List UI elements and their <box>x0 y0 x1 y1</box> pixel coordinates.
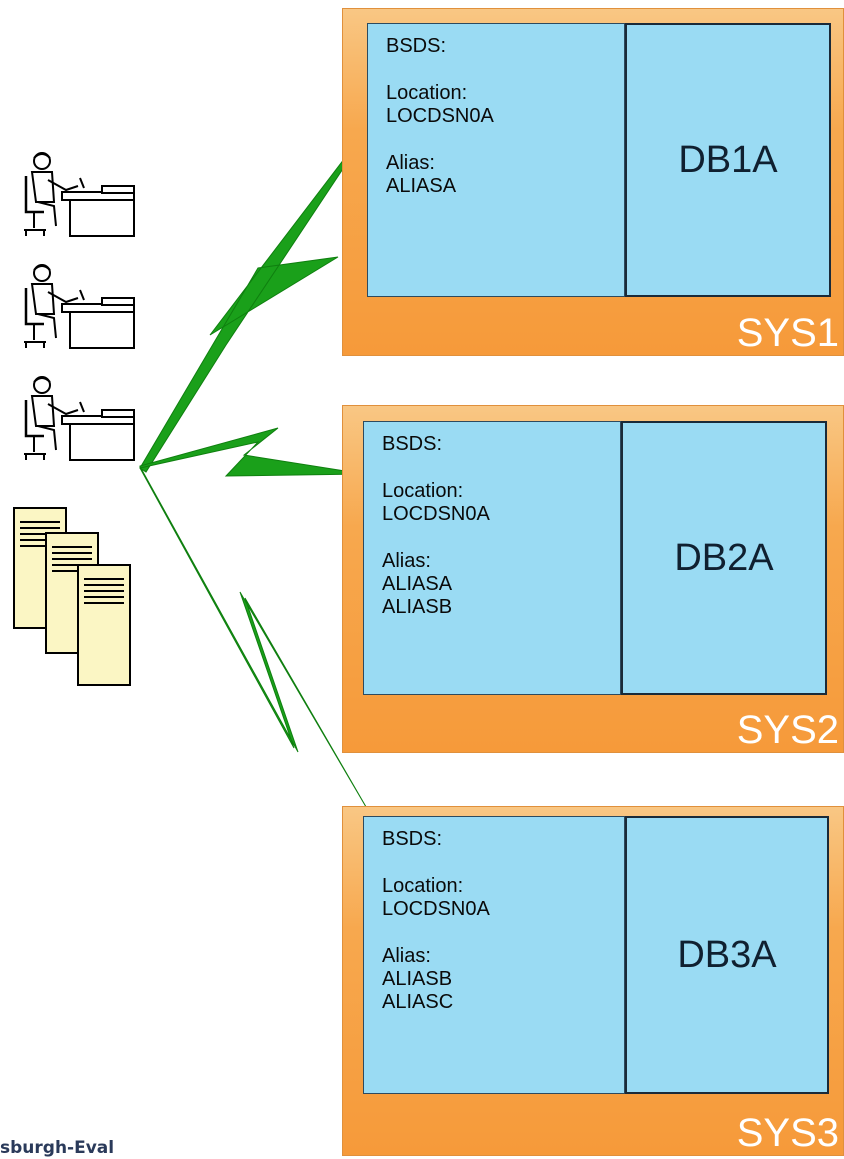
alias-label: Alias: <box>382 550 620 573</box>
lightning-link-sys2 <box>140 428 364 476</box>
bsds-panel: BSDS: Location: LOCDSN0A Alias: ALIASA <box>367 23 625 297</box>
system-label: SYS2 <box>737 706 839 754</box>
location-value: LOCDSN0A <box>382 898 624 921</box>
db-panel: DB3A <box>625 816 829 1094</box>
system-box-sys3: BSDS: Location: LOCDSN0A Alias: ALIASB A… <box>342 806 844 1156</box>
bsds-title: BSDS: <box>382 433 620 456</box>
alias-value: ALIASB <box>382 968 624 991</box>
location-label: Location: <box>382 480 620 503</box>
user-at-desk-icon <box>24 377 134 460</box>
db-name: DB3A <box>677 934 776 977</box>
system-label: SYS1 <box>737 309 839 357</box>
location-label: Location: <box>386 82 624 105</box>
system-box-sys2: BSDS: Location: LOCDSN0A Alias: ALIASA A… <box>342 405 844 753</box>
alias-value: ALIASA <box>386 175 624 198</box>
user-at-desk-icon <box>24 265 134 348</box>
user-at-desk-icon <box>24 153 134 236</box>
lightning-link-sys3 <box>140 468 369 812</box>
alias-value: ALIASA <box>382 573 620 596</box>
alias-label: Alias: <box>386 152 624 175</box>
bsds-panel: BSDS: Location: LOCDSN0A Alias: ALIASA A… <box>363 421 621 695</box>
location-value: LOCDSN0A <box>386 105 624 128</box>
alias-value: ALIASB <box>382 596 620 619</box>
bsds-panel: BSDS: Location: LOCDSN0A Alias: ALIASB A… <box>363 816 625 1094</box>
db-panel: DB1A <box>625 23 831 297</box>
system-box-sys1: BSDS: Location: LOCDSN0A Alias: ALIASA D… <box>342 8 844 356</box>
location-value: LOCDSN0A <box>382 503 620 526</box>
system-label: SYS3 <box>737 1109 839 1157</box>
server-tower-icon <box>78 565 130 685</box>
db-panel: DB2A <box>621 421 827 695</box>
alias-value: ALIASC <box>382 991 624 1014</box>
bsds-title: BSDS: <box>382 828 624 851</box>
location-label: Location: <box>382 875 624 898</box>
db-name: DB2A <box>674 537 773 580</box>
db-name: DB1A <box>678 139 777 182</box>
bsds-title: BSDS: <box>386 35 624 58</box>
footer-text: sburgh-Eval <box>0 1138 114 1158</box>
alias-label: Alias: <box>382 945 624 968</box>
